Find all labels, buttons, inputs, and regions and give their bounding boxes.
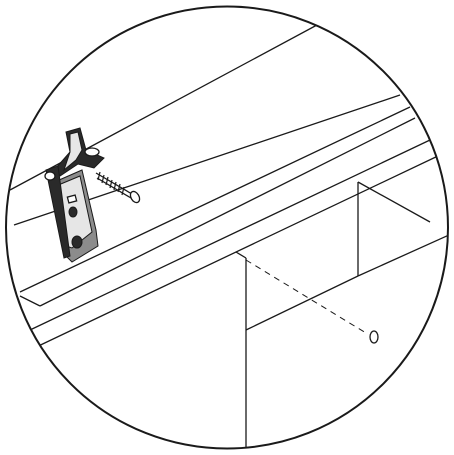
bracket	[44, 127, 105, 263]
pilot-hole	[369, 330, 379, 344]
detail-circle-frame	[5, 5, 449, 450]
detail-view-content	[9, 17, 448, 449]
alignment-line	[245, 259, 367, 334]
screw	[95, 171, 141, 204]
vertical-panel	[235, 251, 359, 449]
rail	[29, 139, 441, 351]
side-panel	[357, 181, 448, 277]
